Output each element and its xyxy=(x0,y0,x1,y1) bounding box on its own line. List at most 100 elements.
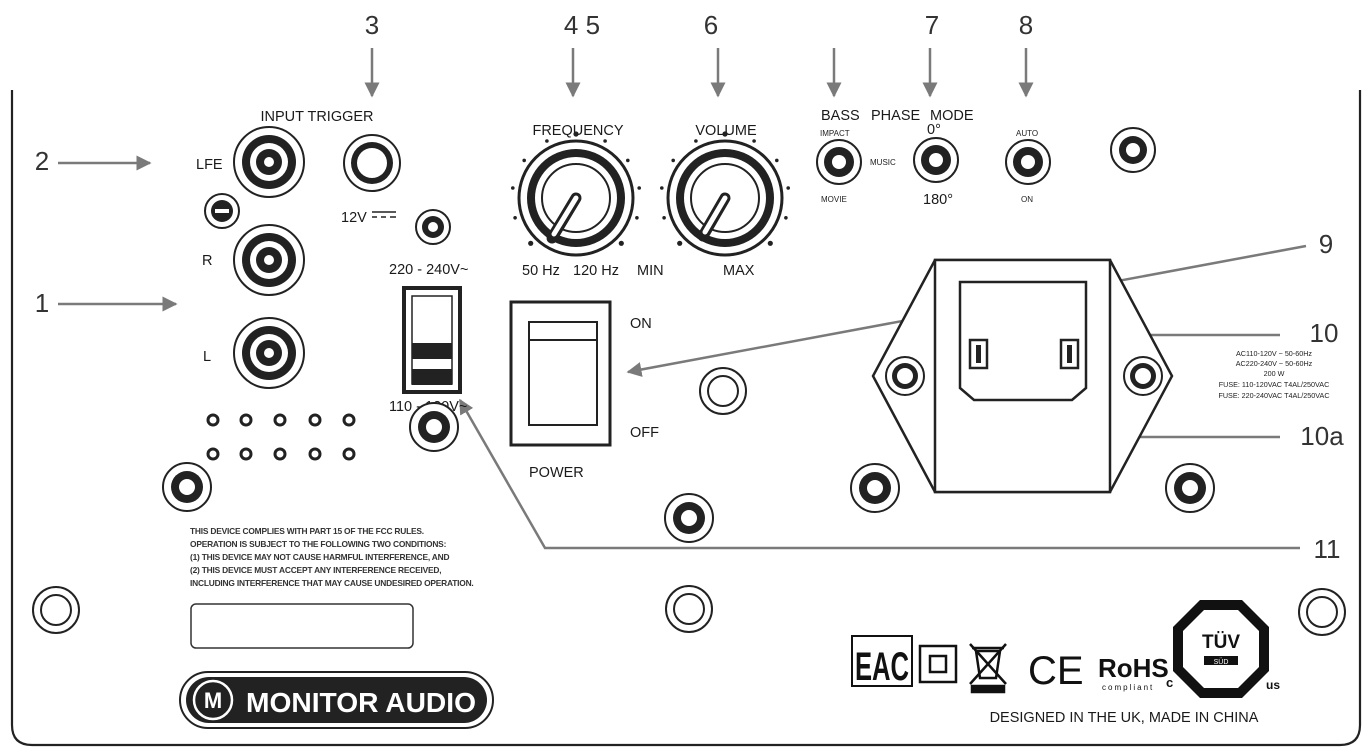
trigger-12v-label: 12V xyxy=(341,210,367,226)
power-switch[interactable] xyxy=(509,300,612,447)
r-input-jack[interactable] xyxy=(233,224,305,296)
inlet-screw-right xyxy=(1123,356,1163,396)
tick-dot xyxy=(752,139,756,143)
spec-line: AC110-120V ~ 50-60Hz xyxy=(1236,349,1312,358)
volume-max-label: MAX xyxy=(723,263,755,279)
lfe-label: LFE xyxy=(196,157,223,173)
tick-dot xyxy=(662,216,666,220)
eac-mark: EAC xyxy=(851,635,913,689)
phase-switch[interactable] xyxy=(913,137,959,183)
music-label: MUSIC xyxy=(870,158,896,167)
l-input-jack[interactable] xyxy=(233,317,305,389)
screw xyxy=(850,463,900,513)
svg-text:TÜV: TÜV xyxy=(1202,632,1240,653)
svg-text:RoHS: RoHS xyxy=(1098,653,1169,683)
power-label: POWER xyxy=(529,465,584,481)
tick-dot xyxy=(603,139,607,143)
callout-8: 8 xyxy=(1019,10,1033,40)
tick-dot xyxy=(522,158,526,163)
screw xyxy=(32,586,80,634)
phase-0-label: 0° xyxy=(927,122,941,138)
bass-label: BASS xyxy=(821,108,860,124)
phase-label: PHASE xyxy=(871,108,920,124)
ground-screw xyxy=(204,193,240,229)
fcc-line: (2) THIS DEVICE MUST ACCEPT ANY INTERFER… xyxy=(190,565,441,575)
screw xyxy=(409,402,459,452)
switch-section: BASS PHASE MODE IMPACT MUSIC MOVIE 0° 18… xyxy=(816,108,1051,208)
spec-line: AC220-240V ~ 50-60Hz xyxy=(1236,359,1313,368)
svg-text:EAC: EAC xyxy=(855,645,909,689)
tick-dot xyxy=(671,158,675,163)
svg-text:compliant: compliant xyxy=(1102,683,1154,692)
fcc-notice: THIS DEVICE COMPLIES WITH PART 15 OF THE… xyxy=(190,526,474,588)
lfe-input-jack[interactable] xyxy=(233,126,305,198)
trigger-screw xyxy=(415,209,451,245)
spec-line: 200 W xyxy=(1264,369,1285,378)
mode-label: MODE xyxy=(930,108,974,124)
power-inlet[interactable] xyxy=(871,258,1174,494)
brand-name: MONITOR AUDIO xyxy=(246,687,476,718)
tick-dot xyxy=(694,139,698,143)
volume-knob[interactable] xyxy=(666,139,784,257)
certification-marks: EAC CE RoHS compliant TÜV SÜD c us xyxy=(851,600,1280,698)
power-off-label: OFF xyxy=(630,425,659,441)
spec-line: FUSE: 220-240VAC T4AL/250VAC xyxy=(1218,391,1329,400)
tick-dot xyxy=(513,216,517,220)
inlet-screw-left xyxy=(885,356,925,396)
rohs-mark: RoHS compliant xyxy=(1098,653,1169,692)
callout-2: 2 xyxy=(35,146,49,176)
callout-11: 11 xyxy=(1314,534,1341,564)
bass-switch[interactable] xyxy=(816,139,862,185)
mode-switch[interactable] xyxy=(1005,139,1051,185)
fcc-line: INCLUDING INTERFERENCE THAT MAY CAUSE UN… xyxy=(190,578,474,588)
volume-control: VOLUME MIN MAX xyxy=(637,123,784,279)
fcc-line: THIS DEVICE COMPLIES WITH PART 15 OF THE… xyxy=(190,526,424,536)
power-on-label: ON xyxy=(630,316,652,332)
tick-dot xyxy=(660,186,664,190)
callout-6: 6 xyxy=(704,10,718,40)
arrow-11 xyxy=(458,398,1300,550)
tick-dot xyxy=(677,240,683,246)
impact-label: IMPACT xyxy=(820,129,850,138)
tick-dot xyxy=(573,131,579,137)
phase-180-label: 180° xyxy=(923,192,953,208)
tick-dot xyxy=(722,131,728,137)
brand-mark: M xyxy=(204,688,222,713)
panel-outline xyxy=(10,90,1362,747)
screw xyxy=(1298,588,1346,636)
svg-text:us: us xyxy=(1266,678,1280,692)
screw xyxy=(162,462,212,512)
tick-dot xyxy=(618,240,624,246)
callout-9: 9 xyxy=(1319,229,1333,259)
tick-dot xyxy=(545,139,549,143)
callout-10: 10 xyxy=(1310,318,1339,348)
screw xyxy=(664,493,714,543)
callout-4-5: 4 5 xyxy=(564,10,600,40)
movie-label: MOVIE xyxy=(821,195,847,204)
volume-min-label: MIN xyxy=(637,263,664,279)
r-label: R xyxy=(202,253,212,269)
svg-text:c: c xyxy=(1166,675,1173,690)
double-insulation-icon xyxy=(918,644,958,684)
tuv-mark: TÜV SÜD c us xyxy=(1166,600,1280,698)
on-label: ON xyxy=(1021,195,1033,204)
tick-dot xyxy=(528,240,534,246)
frequency-control: FREQUENCY 50 Hz 120 Hz xyxy=(517,123,635,279)
frequency-min-label: 50 Hz xyxy=(522,263,560,279)
callout-10a: 10a xyxy=(1300,421,1344,451)
spec-line: FUSE: 110-120VAC T4AL/250VAC xyxy=(1219,380,1330,389)
frequency-knob[interactable] xyxy=(517,139,635,257)
fcc-line: OPERATION IS SUBJECT TO THE FOLLOWING TW… xyxy=(190,539,446,549)
serial-label-box xyxy=(190,603,414,649)
voltage-high-label: 220 - 240V~ xyxy=(389,262,468,278)
input-section: INPUT TRIGGER LFE R L xyxy=(196,109,451,389)
trigger-input-jack[interactable] xyxy=(343,134,401,192)
voltage-selector[interactable]: 220 - 240V~ 110 - 120V~ xyxy=(389,262,468,415)
l-label: L xyxy=(203,349,211,365)
screw xyxy=(665,585,713,633)
tick-dot xyxy=(786,186,790,190)
volume-label: VOLUME xyxy=(695,123,757,139)
auto-label: AUTO xyxy=(1016,129,1038,138)
vent-dots xyxy=(206,413,356,461)
